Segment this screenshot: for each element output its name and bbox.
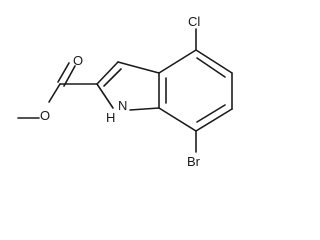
bond-c6-c7 bbox=[195, 108, 233, 132]
bond-c3a-c4 bbox=[158, 49, 197, 74]
structure-diagram: Cl Br N H O O bbox=[17, 14, 233, 169]
bond-co-double-a bbox=[57, 62, 70, 83]
bond-c3-c2 bbox=[96, 61, 119, 85]
bond-c3-c2-inner bbox=[103, 68, 122, 87]
bromine-label: Br bbox=[187, 154, 201, 169]
bond-c6-c7-inner bbox=[196, 104, 226, 123]
bond-c2-n1 bbox=[96, 83, 114, 109]
bond-n1-c7a bbox=[129, 107, 160, 111]
chlorine-label: Cl bbox=[188, 14, 200, 29]
hydrogen-label: H bbox=[106, 110, 115, 125]
bond-c4-c5-inner bbox=[196, 57, 226, 78]
bond-c3-c3a bbox=[117, 61, 160, 74]
bond-c4-c5 bbox=[195, 49, 233, 74]
carbonyl-oxygen-label: O bbox=[73, 53, 83, 68]
bond-c7-c7a bbox=[158, 107, 197, 132]
bond-c-oester bbox=[48, 83, 61, 103]
bond-co-double-b bbox=[63, 65, 76, 87]
nitrogen-label: N bbox=[118, 98, 127, 113]
ester-oxygen-label: O bbox=[40, 108, 50, 123]
